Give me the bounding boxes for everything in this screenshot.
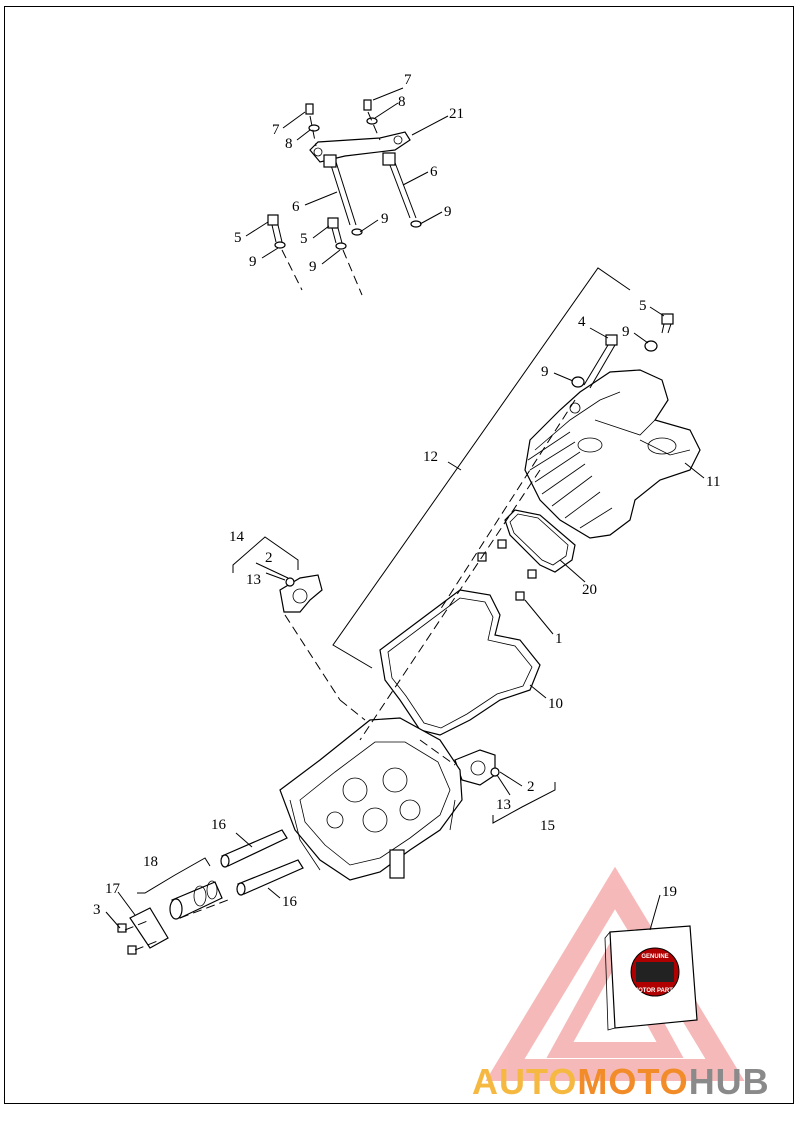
callout-18: 18 <box>143 854 158 870</box>
camshaft <box>169 880 223 920</box>
rocker-cover <box>524 369 701 539</box>
callout-5: 5 <box>234 230 242 246</box>
watermark-auto: AUTO <box>472 1061 577 1102</box>
rocker-arm-lower <box>454 749 500 786</box>
callout-2: 2 <box>265 550 273 566</box>
callout-15: 15 <box>540 818 555 834</box>
watermark-logo: AUTOMOTOHUB <box>472 1061 770 1102</box>
callout-8: 8 <box>398 94 406 110</box>
seal-top-text: GENUINE <box>641 954 668 960</box>
genuine-parts-box: GENUINE MOTOR PARTS <box>604 925 698 1031</box>
callout-9: 9 <box>381 211 389 227</box>
callout-labels: 7 8 7 8 21 6 6 5 5 9 9 9 9 5 4 9 9 12 11… <box>93 72 720 918</box>
callout-8: 8 <box>285 136 293 152</box>
rocker-arm-upper <box>279 574 323 613</box>
breather-bracket-assembly <box>267 99 422 296</box>
cover-bolts <box>571 313 674 389</box>
diagram-frame <box>4 6 794 1104</box>
callout-12: 12 <box>423 449 438 465</box>
assembly-axes <box>124 399 576 951</box>
callout-7: 7 <box>404 72 412 88</box>
watermark-hub: HUB <box>689 1061 770 1102</box>
callout-21: 21 <box>449 106 464 122</box>
callout-6: 6 <box>430 164 438 180</box>
cover-gasket <box>379 589 541 736</box>
cam-plate <box>117 907 169 955</box>
callout-1: 1 <box>555 631 563 647</box>
callout-13: 13 <box>496 797 511 813</box>
pushrod-tubes <box>220 829 304 896</box>
callout-5: 5 <box>300 231 308 247</box>
callout-7: 7 <box>272 122 280 138</box>
callout-9: 9 <box>309 259 317 275</box>
callout-2: 2 <box>527 779 535 795</box>
callout-9: 9 <box>541 364 549 380</box>
cylinder-head <box>279 717 463 881</box>
seal-bottom-text: MOTOR PARTS <box>633 988 677 994</box>
callout-3: 3 <box>93 902 101 918</box>
svg-text:AUTOMOTOHUB: AUTOMOTOHUB <box>472 1061 770 1102</box>
callout-19: 19 <box>662 884 677 900</box>
callout-9: 9 <box>444 204 452 220</box>
callout-11: 11 <box>706 474 720 490</box>
callout-17: 17 <box>105 881 121 897</box>
callout-13: 13 <box>246 572 261 588</box>
callout-4: 4 <box>578 314 586 330</box>
callout-6: 6 <box>292 199 300 215</box>
callout-5: 5 <box>639 298 647 314</box>
breather-gasket <box>504 509 576 573</box>
callout-16: 16 <box>282 894 298 910</box>
callout-16: 16 <box>211 817 227 833</box>
callout-10: 10 <box>548 696 563 712</box>
callout-14: 14 <box>229 529 245 545</box>
leader-lines <box>105 87 705 931</box>
callout-9: 9 <box>249 254 257 270</box>
watermark-moto: MOTO <box>577 1061 688 1102</box>
callout-20: 20 <box>582 582 597 598</box>
callout-9: 9 <box>622 324 630 340</box>
